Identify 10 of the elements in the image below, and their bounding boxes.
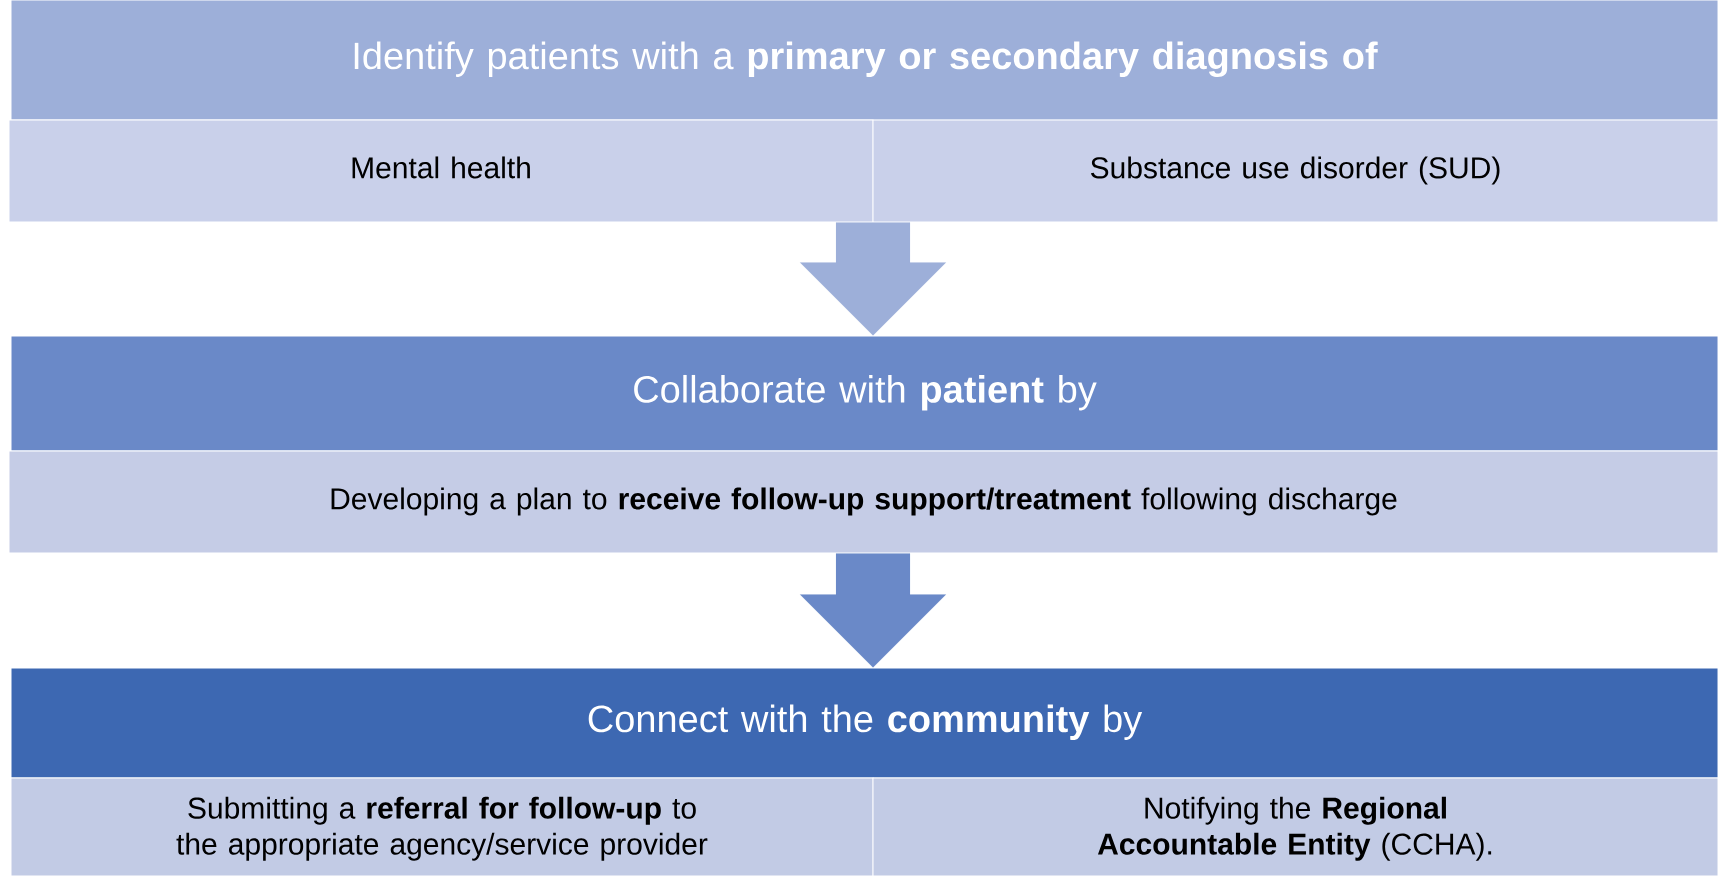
step-cell: Developing a plan to receive follow-up support/treatment following discharge <box>8 450 1718 554</box>
category-cell: Substance use disorder (SUD) <box>872 119 1718 223</box>
step-cell: Submitting a referral for follow-up to the appropriate agency/service provider <box>10 777 874 876</box>
header-band: Identify patients with a primary or secondary diagnosis of <box>10 0 1718 121</box>
block-arrow <box>799 222 947 336</box>
step-cell: Notifying the Regional Accountable Entity (CCHA). <box>872 777 1718 876</box>
category-cell: Mental health <box>8 119 874 223</box>
header-band: Collaborate with patient by <box>10 335 1718 452</box>
header-band: Connect with the community by <box>10 667 1718 779</box>
block-arrow <box>799 553 947 668</box>
